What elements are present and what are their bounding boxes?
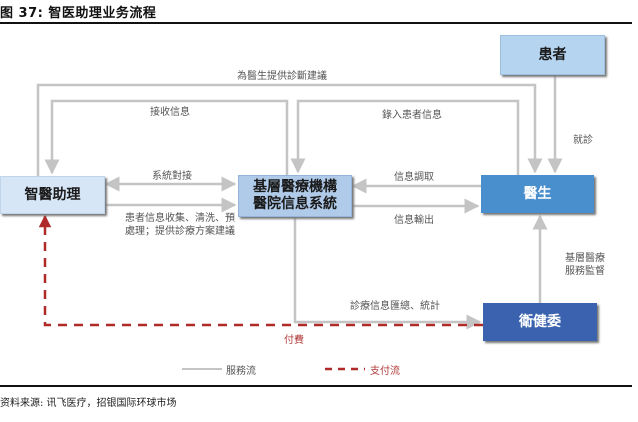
edge-assistant-to-doctor — [36, 83, 543, 176]
label-his-to-nhc: 診療信息匯總、統計 — [350, 301, 440, 312]
legend-service-flow: 服務流 — [226, 366, 256, 377]
node-patient-label: 患者 — [538, 46, 567, 63]
node-doctor: 醫生 — [481, 175, 594, 213]
legend-payment-flow: 支付流 — [370, 366, 400, 377]
label-info-fetch: 信息調取 — [394, 172, 434, 183]
bottom-rule — [0, 385, 632, 387]
label-patient-to-doctor: 就診 — [573, 135, 593, 146]
source-note: 资料来源: 讯飞医疗，招银国际环球市场 — [0, 398, 177, 409]
figure-title: 图 37: 智医助理业务流程 — [0, 6, 157, 21]
edge-payment — [38, 214, 483, 327]
node-his-label-2: 醫院信息系統 — [253, 196, 337, 212]
edge-doctor-to-his — [290, 99, 520, 175]
label-payment: 付費 — [284, 335, 304, 346]
node-health-commission: 衛健委 — [483, 303, 597, 341]
edge-his-to-assistant — [44, 99, 289, 175]
node-smart-assistant: 智醫助理 — [0, 176, 105, 214]
node-assistant-label: 智醫助理 — [24, 186, 81, 203]
node-nhc-label: 衛健委 — [519, 313, 561, 330]
node-his-label-1: 基層醫療機構 — [253, 179, 337, 195]
label-his-to-assistant: 接收信息 — [150, 107, 190, 118]
label-doctor-to-his: 錄入患者信息 — [382, 110, 442, 121]
edge-his-to-nhc — [293, 215, 482, 330]
node-patient: 患者 — [500, 35, 605, 75]
label-info-output: 信息輸出 — [394, 215, 434, 226]
label-system-link: 系統對接 — [152, 171, 192, 182]
top-rule — [0, 22, 632, 24]
node-doctor-label: 醫生 — [523, 185, 552, 202]
label-nhc-to-doctor: 基層醫療服務監督 — [565, 253, 605, 277]
label-assistant-to-his: 患者信息收集、清洗、預處理；提供診療方案建議 — [125, 213, 235, 237]
label-assistant-to-doctor: 為醫生提供診斷建議 — [237, 71, 327, 82]
node-his: 基層醫療機構 醫院信息系統 — [238, 175, 352, 217]
